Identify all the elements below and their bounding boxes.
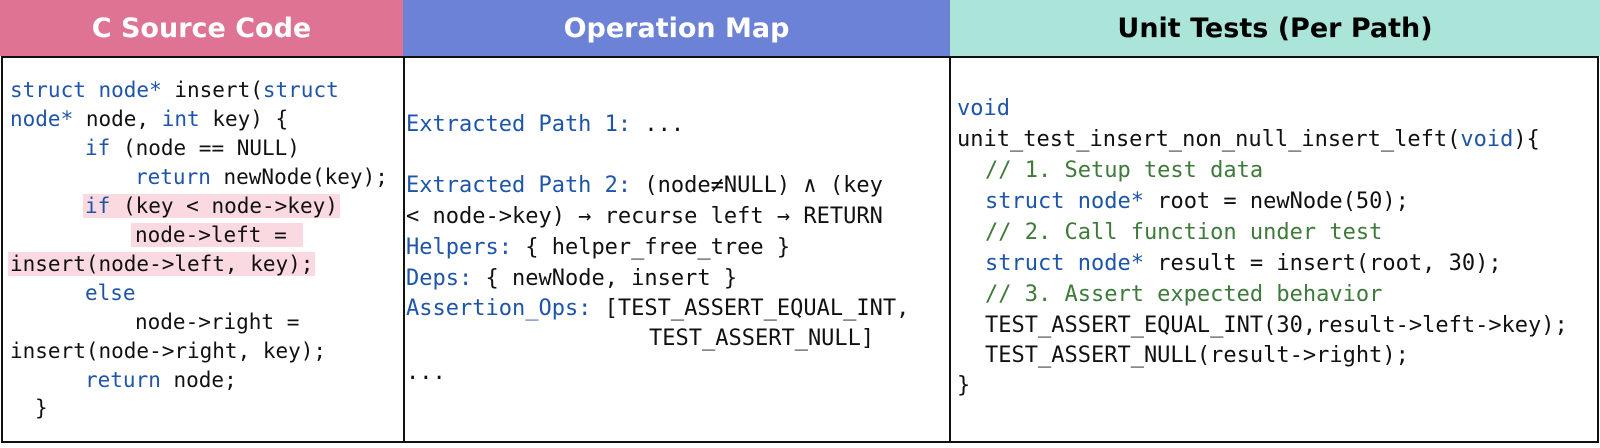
unit-tests-header: Unit Tests (Per Path) — [950, 0, 1600, 56]
source-header: C Source Code — [0, 0, 403, 56]
extracted-path-2-continued: < node->key) → recurse left → RETURN — [406, 204, 883, 229]
source-line-4: return newNode(key); — [135, 165, 388, 189]
unit-tests-panel: void unit_test_insert_non_null_insert_le… — [949, 56, 1599, 443]
extracted-path-2: Extracted Path 2: (node≠NULL) ∧ (key — [406, 173, 883, 198]
test-line-6: struct node* result = insert(root, 30); — [985, 251, 1502, 276]
source-line-9: node->right = — [135, 310, 300, 334]
source-line-2: node* node, int key) { — [10, 107, 289, 131]
source-line-3: if (node == NULL) — [85, 136, 300, 160]
source-line-1: struct node* insert(struct — [10, 78, 339, 102]
test-line-9: TEST_ASSERT_NULL(result->right); — [985, 343, 1409, 368]
assertion-ops-continued: TEST_ASSERT_NULL] — [649, 326, 875, 351]
test-comment-3: // 3. Assert expected behavior — [985, 282, 1383, 307]
source-line-6-highlighted: node->left = — [131, 223, 304, 247]
operation-map-header: Operation Map — [403, 0, 950, 56]
operation-map-panel: Extracted Path 1: ... Extracted Path 2: … — [403, 56, 951, 443]
deps-line: Deps: { newNode, insert } — [406, 266, 738, 291]
assertion-ops-line: Assertion_Ops: [TEST_ASSERT_EQUAL_INT, — [406, 296, 910, 321]
source-line-7-highlighted: insert(node->left, key); — [8, 252, 316, 276]
opmap-ellipsis: ... — [406, 360, 446, 385]
test-line-8: TEST_ASSERT_EQUAL_INT(30,result->left->k… — [985, 313, 1568, 338]
helpers-line: Helpers: { helper_free_tree } — [406, 235, 791, 260]
source-line-5-highlighted: if (key < node->key) — [83, 194, 340, 218]
source-line-11: return node; — [85, 368, 237, 392]
test-comment-1: // 1. Setup test data — [985, 158, 1264, 183]
source-line-10: insert(node->right, key); — [10, 339, 327, 363]
source-line-12: } — [35, 396, 48, 420]
test-line-4: struct node* root = newNode(50); — [985, 189, 1409, 214]
test-line-1: void — [957, 96, 1010, 121]
test-line-2: unit_test_insert_non_null_insert_left(vo… — [957, 127, 1540, 152]
source-code-panel: struct node* insert(struct node* node, i… — [1, 56, 405, 443]
test-comment-2: // 2. Call function under test — [985, 220, 1383, 245]
test-line-10: } — [957, 373, 971, 398]
extracted-path-1: Extracted Path 1: ... — [406, 112, 685, 137]
source-line-8: else — [85, 281, 136, 305]
